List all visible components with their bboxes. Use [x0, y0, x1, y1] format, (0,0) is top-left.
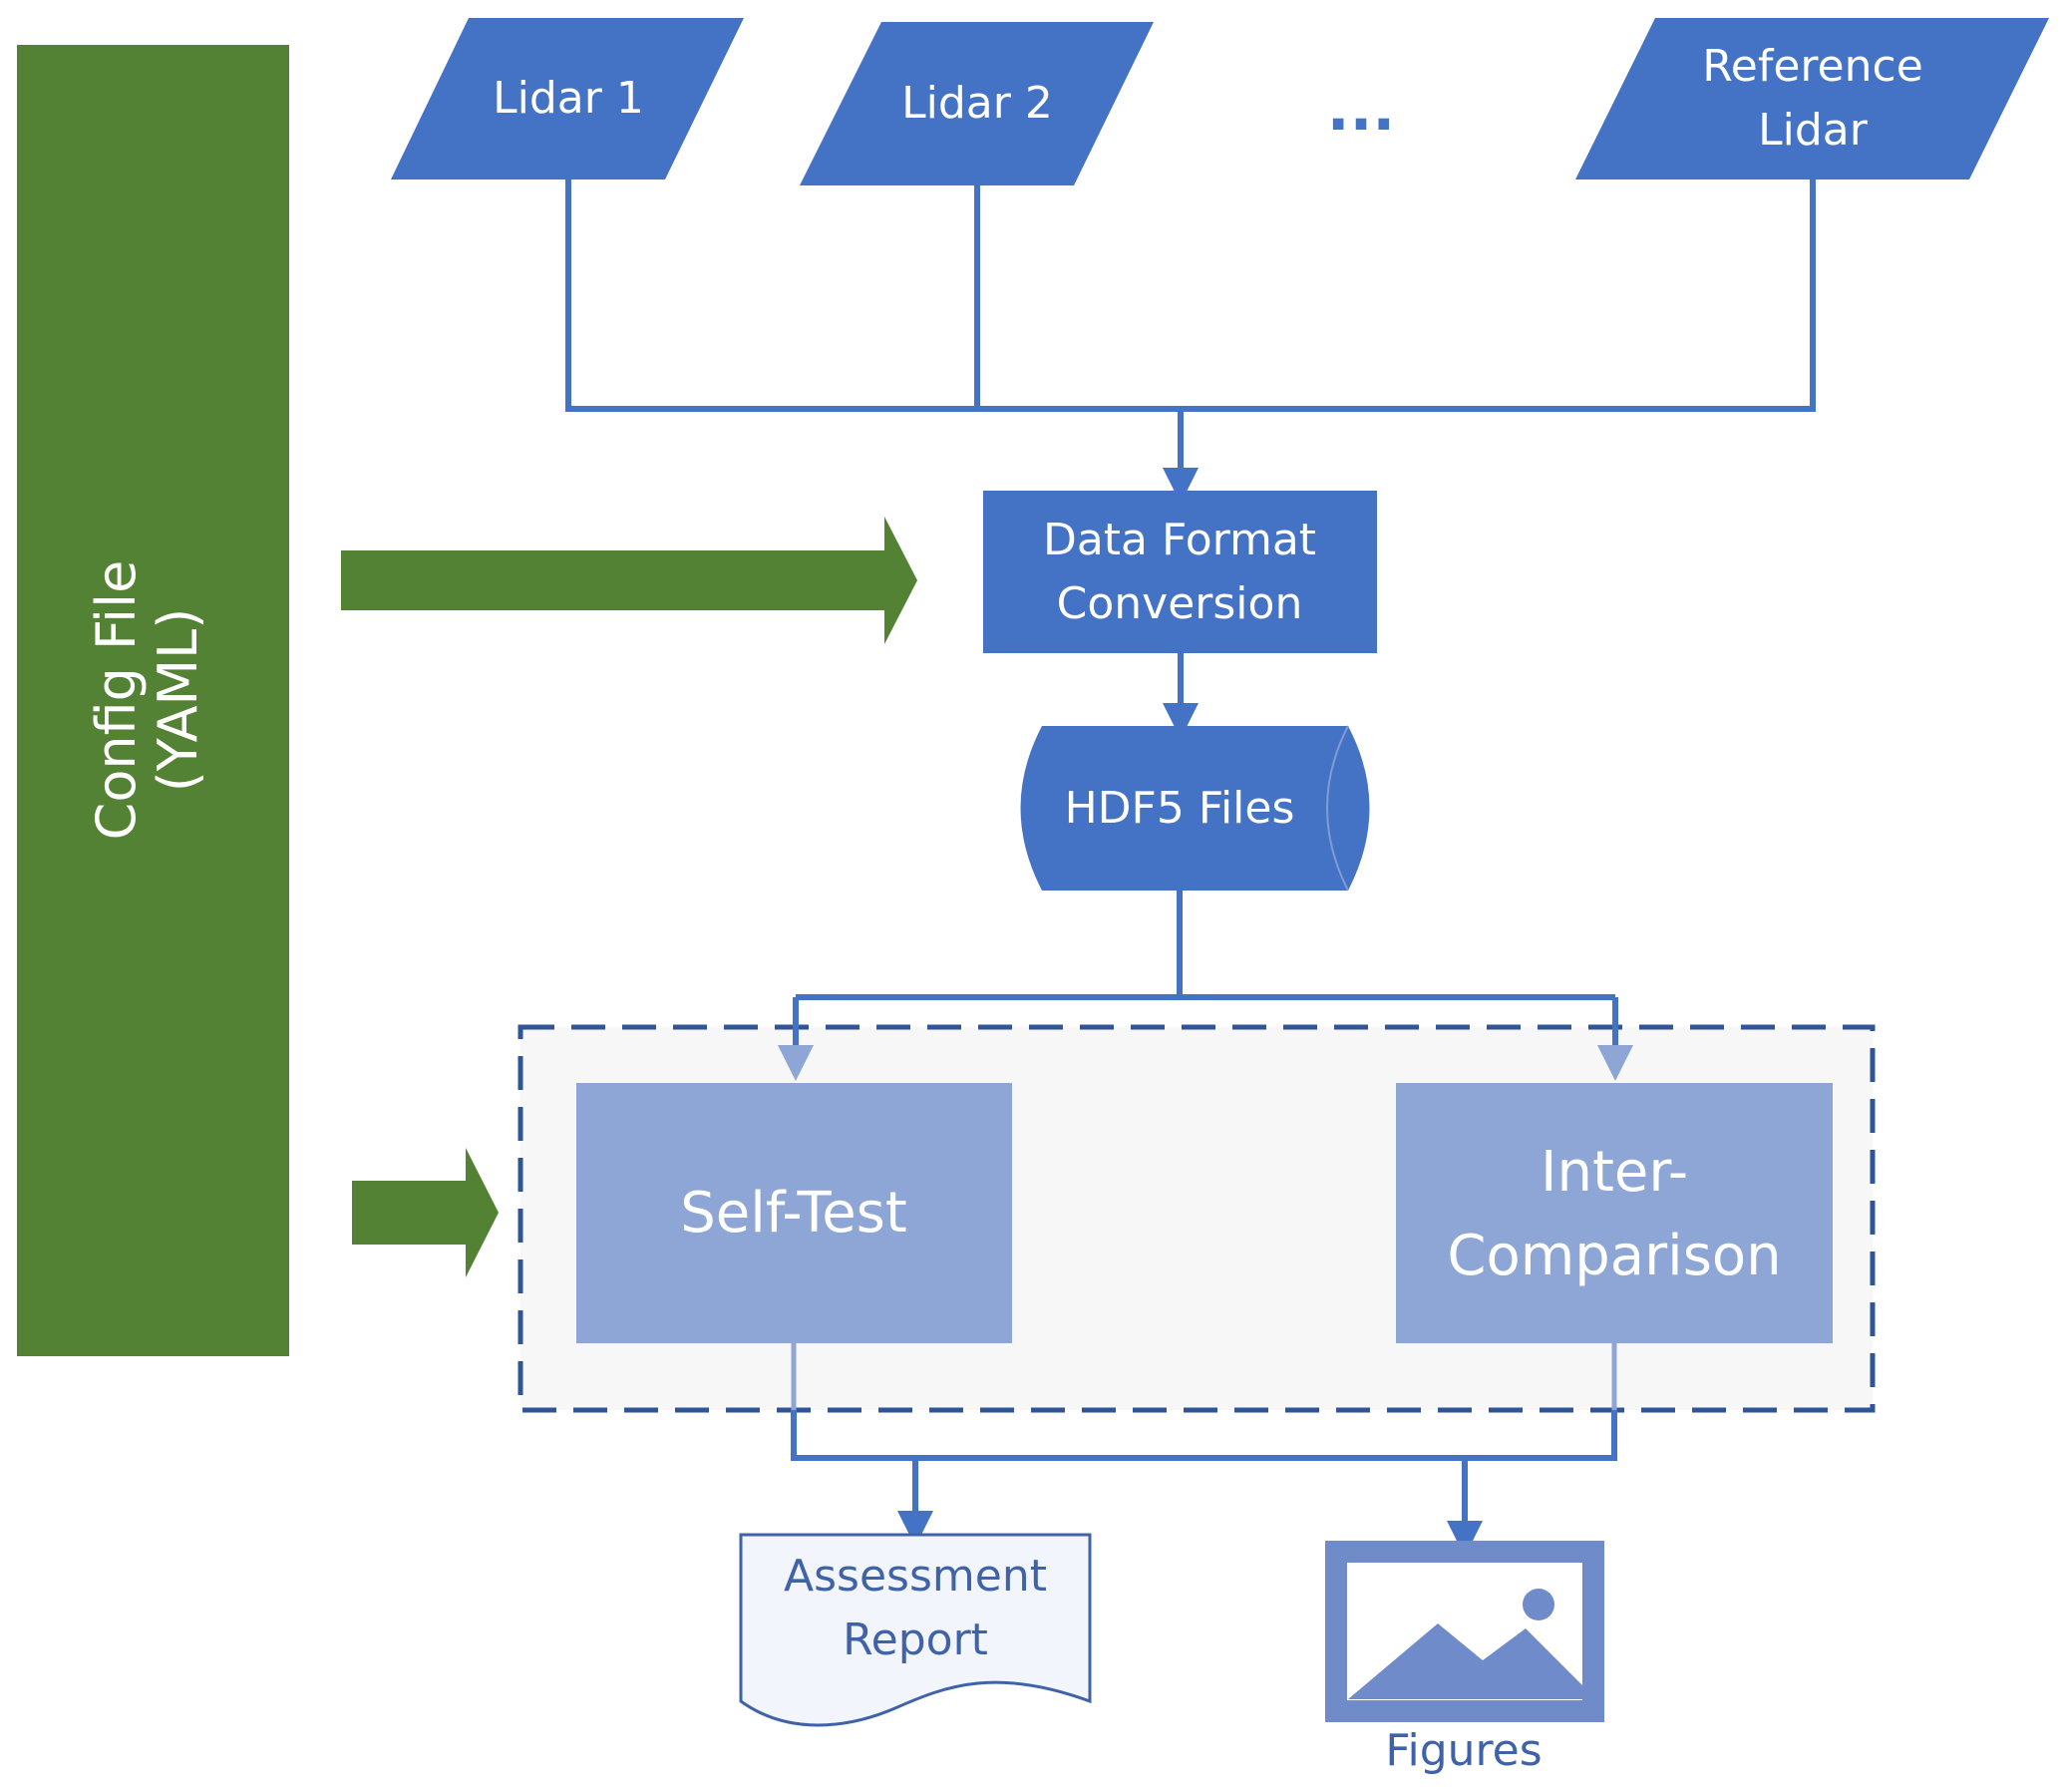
self-test-box: Self-Test	[576, 1083, 1012, 1343]
config-file-block: Config File (YAML)	[17, 45, 289, 1356]
input-reference-lidar: Reference Lidar	[1575, 18, 2049, 179]
assessment-report-document: Assessment Report	[739, 1533, 1092, 1727]
process-output-connectors	[791, 1343, 1617, 1557]
input-lidar-1-label: Lidar 1	[493, 73, 644, 124]
inter-comparison-label-line2: Comparison	[1447, 1224, 1781, 1288]
hdf5-files-label: HDF5 Files	[1065, 783, 1295, 834]
input-reference-lidar-label-line1: Reference	[1702, 41, 1923, 92]
config-file-format-label: (YAML)	[147, 608, 209, 793]
more-inputs-ellipsis: ...	[1327, 75, 1395, 145]
config-file-label: Config File	[85, 560, 148, 841]
conversion-label-line1: Data Format	[1043, 515, 1316, 565]
input-lidar-2-label: Lidar 2	[901, 78, 1053, 129]
config-arrow-to-conversion	[341, 517, 917, 644]
hdf5-files-storage: HDF5 Files	[1020, 725, 1370, 892]
storage-to-process-connectors	[793, 891, 1618, 1045]
inter-comparison-box: Inter- Comparison	[1396, 1083, 1833, 1343]
figures-image-icon	[1325, 1541, 1604, 1722]
data-format-conversion-box: Data Format Conversion	[983, 491, 1377, 653]
self-test-label: Self-Test	[680, 1181, 907, 1246]
inter-comparison-label-line1: Inter-	[1541, 1140, 1688, 1205]
assessment-report-label-line2: Report	[843, 1614, 988, 1665]
conversion-label-line2: Conversion	[1057, 578, 1303, 629]
process-input-arrowheads	[778, 1045, 1633, 1081]
input-lidar-1: Lidar 1	[391, 18, 744, 179]
input-reference-lidar-label-line2: Lidar	[1758, 105, 1869, 156]
input-lidar-2: Lidar 2	[800, 22, 1154, 185]
config-arrow-to-assessment	[352, 1148, 499, 1277]
figures-label: Figures	[1385, 1725, 1542, 1776]
assessment-report-label-line1: Assessment	[784, 1551, 1047, 1602]
input-connectors	[565, 179, 1816, 504]
